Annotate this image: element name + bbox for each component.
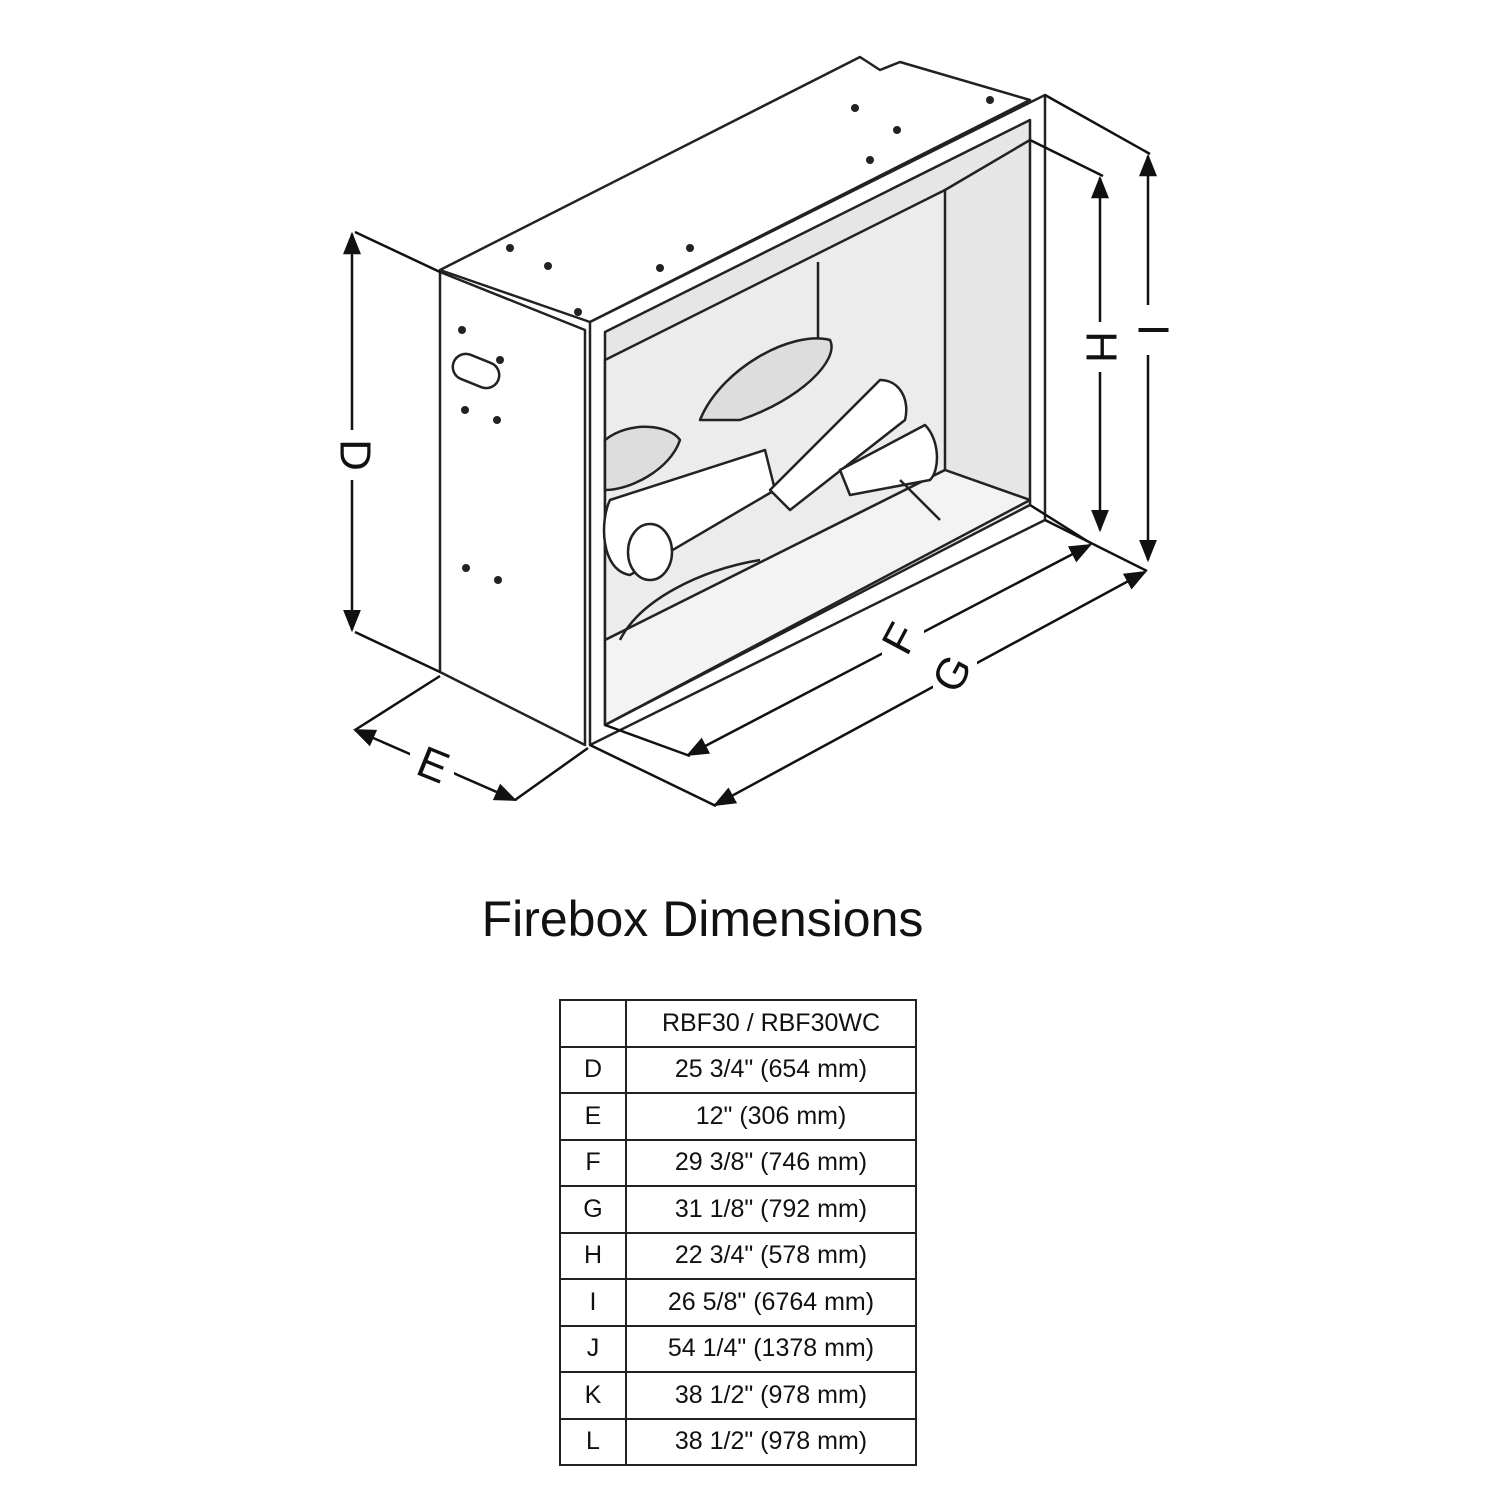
dimension-value: 38 1/2" (978 mm): [625, 1371, 917, 1420]
header-cell: [559, 999, 627, 1048]
dimension-value: 26 5/8" (6764 mm): [625, 1278, 917, 1327]
dim-label-i: I: [1128, 324, 1177, 336]
dimension-key: L: [559, 1417, 627, 1466]
dimension-value: 38 1/2" (978 mm): [625, 1417, 917, 1466]
firebox-diagram: D E F G H I: [330, 55, 1177, 808]
dimension-key: I: [559, 1278, 627, 1327]
header-cell: RBF30 / RBF30WC: [625, 999, 917, 1048]
dimension-key: J: [559, 1324, 627, 1373]
dimension-key: E: [559, 1092, 627, 1141]
table-header-row: RBF30 / RBF30WC: [559, 999, 917, 1048]
dim-label-h: H: [1076, 331, 1125, 363]
dim-line-g: [713, 570, 1147, 807]
dimension-key: H: [559, 1231, 627, 1280]
dim-label-d: D: [330, 439, 379, 471]
dimension-value: 31 1/8" (792 mm): [625, 1185, 917, 1234]
dimension-key: D: [559, 1045, 627, 1094]
dimension-key: F: [559, 1138, 627, 1187]
dimension-value: 54 1/4" (1378 mm): [625, 1324, 917, 1373]
firebox-side: [438, 270, 587, 747]
dimension-value: 29 3/8" (746 mm): [625, 1138, 917, 1187]
dimension-value: 25 3/4" (654 mm): [625, 1045, 917, 1094]
page-title: Firebox Dimensions: [481, 891, 924, 947]
dimension-key: G: [559, 1185, 627, 1234]
dimension-value: 22 3/4" (578 mm): [625, 1231, 917, 1280]
dimension-value: 12" (306 mm): [625, 1092, 917, 1141]
dimension-key: K: [559, 1371, 627, 1420]
